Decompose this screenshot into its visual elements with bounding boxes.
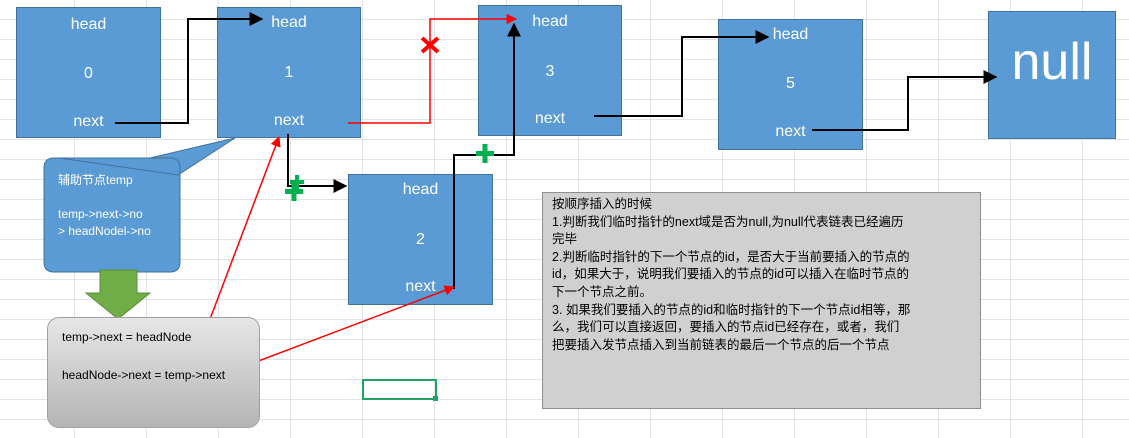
node-head-label: head: [70, 16, 107, 33]
down-arrow-icon: [84, 269, 152, 320]
note-line: id，如果大于，说明我们要插入的节点的id可以插入在临时节点的: [552, 267, 909, 282]
arrow-node1-to-node2: [287, 134, 348, 193]
plus-icon: [285, 175, 304, 201]
code-line-1: temp->next = headNode: [62, 330, 192, 344]
arrow-node1-to-node3-removed: [348, 13, 518, 124]
node-head-label: head: [402, 181, 439, 198]
selected-cell[interactable]: [362, 379, 437, 400]
callout-bubble: [43, 137, 236, 273]
list-node-2: head 2 next: [348, 174, 493, 305]
note-line: 3. 如果我们要插入的节点的id和临时指针的下一个节点id相等，那: [552, 302, 911, 317]
node-value: 5: [786, 75, 795, 92]
arrow-node0-to-node1: [115, 12, 264, 124]
note-line: 把要插入发节点插入到当前链表的最后一个节点的后一个节点: [552, 337, 890, 352]
null-node: null: [988, 11, 1116, 139]
note-line: 1.判断我们临时指针的next域是否为null,为null代表链表已经遍历: [552, 214, 904, 229]
callout-line: > headNodel->no: [58, 224, 151, 238]
callout-line: temp->next->no: [58, 207, 143, 221]
code-line-2: headNode->next = temp->next: [62, 368, 226, 382]
arrow-node3-to-node5: [594, 30, 770, 117]
node-value: 1: [284, 64, 294, 81]
note-line: 么，我们可以直接返回，要插入的节点id已经存在，或者，我们: [552, 320, 900, 335]
arrow-node5-to-null: [812, 70, 998, 131]
note-line: 2.判断临时指针的下一个节点的id，是否大于当前要插入的节点的: [552, 249, 910, 264]
node-next-label: next: [405, 278, 436, 295]
list-node-3: head 3 next: [478, 5, 622, 136]
node-head-label: head: [271, 14, 307, 31]
explanation-note: 按顺序插入的时候 1.判断我们临时指针的next域是否为null,为null代表…: [542, 192, 981, 409]
note-line: 完毕: [552, 232, 578, 247]
list-node-0: head 0 next: [16, 7, 161, 138]
note-line: 下一个节点之前。: [552, 284, 653, 299]
code-box: temp->next = headNode headNode->next = t…: [47, 317, 260, 428]
cross-icon: [420, 36, 440, 54]
node-value: 2: [416, 231, 425, 248]
node-value: 0: [84, 65, 93, 82]
arrow-code-line1-to-node1: [206, 136, 281, 328]
node-next-label: next: [534, 110, 566, 127]
node-next-label: next: [73, 113, 104, 130]
node-head-label: head: [772, 26, 809, 43]
list-node-1: head 1 next: [217, 7, 361, 138]
plus-icon: [476, 144, 494, 163]
node-next-label: next: [775, 123, 806, 140]
callout-text: 辅助节点temp temp->next->no > headNodel->no: [58, 172, 188, 240]
note-title: 按顺序插入的时候: [552, 197, 653, 211]
arrow-code-line2-to-node2: [231, 285, 455, 372]
node-next-label: next: [273, 112, 305, 129]
callout-title: 辅助节点temp: [58, 173, 133, 187]
node-head-label: head: [532, 13, 568, 30]
null-label: null: [1011, 33, 1093, 91]
list-node-5: head 5 next: [718, 19, 863, 150]
fill-handle[interactable]: [433, 396, 438, 401]
node-value: 3: [545, 63, 555, 80]
